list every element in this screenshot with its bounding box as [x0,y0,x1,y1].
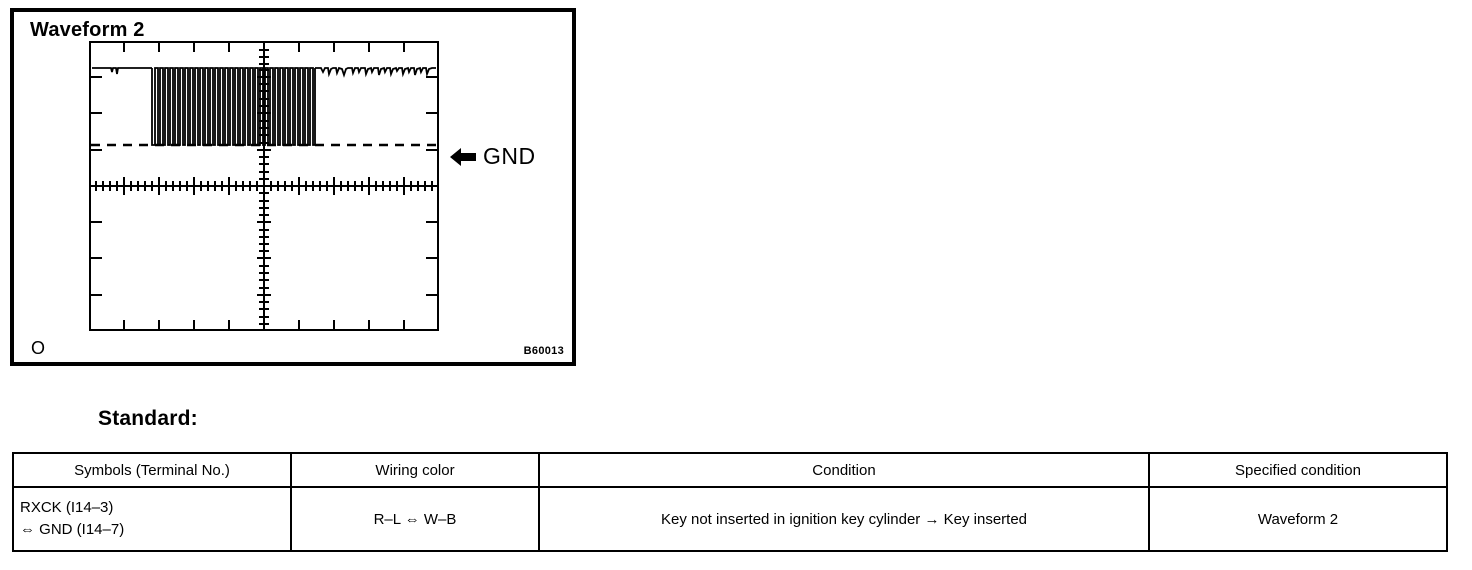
column-header-symbols: Symbols (Terminal No.) [12,452,292,488]
specification-table: Symbols (Terminal No.) Wiring color Cond… [12,452,1448,552]
cell-symbols-line1: RXCK (I14–3) [20,499,114,517]
column-header-wiring: Wiring color [290,452,540,488]
column-header-specified: Specified condition [1148,452,1448,488]
waveform-figure-panel: Waveform 2 [10,8,576,366]
grid-division-ticks [91,43,437,329]
cell-wiring-color: R–L ⇔ W–B [290,486,540,552]
oscilloscope-grid [89,41,439,331]
figure-code: B60013 [523,345,564,357]
signal-trace [92,66,436,146]
gnd-marker: GND [450,145,536,168]
origin-label: O [31,338,46,358]
waveform-title: Waveform 2 [30,19,145,41]
cell-symbols-line2: ⇔ GND (I14–7) [20,521,125,538]
cell-symbols: RXCK (I14–3) ⇔ GND (I14–7) [12,486,292,552]
waveform-plot [89,41,439,331]
table-header-row: Symbols (Terminal No.) Wiring color Cond… [12,452,1448,488]
column-header-condition: Condition [538,452,1150,488]
cell-specified-condition: Waveform 2 [1148,486,1448,552]
cell-condition: Key not inserted in ignition key cylinde… [538,486,1150,552]
table-row: RXCK (I14–3) ⇔ GND (I14–7) R–L ⇔ W–B Key… [12,486,1448,552]
left-arrow-icon [450,147,476,166]
standard-heading: Standard: [98,407,198,430]
gnd-label: GND [483,143,536,169]
